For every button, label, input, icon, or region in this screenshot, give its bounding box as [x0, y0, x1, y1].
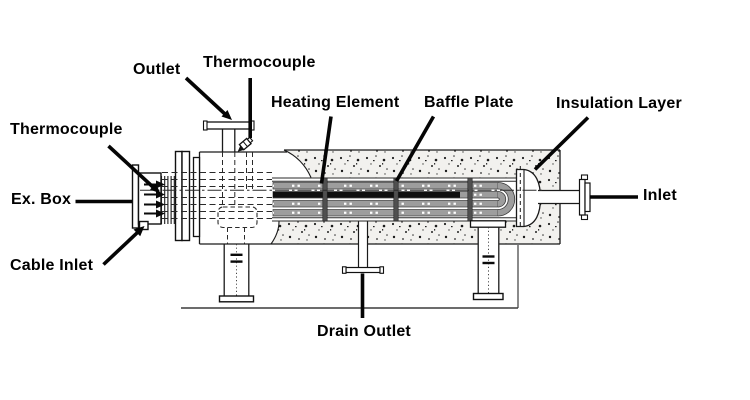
- leader-cable-inlet: [102, 230, 140, 266]
- support-leg-left: [218, 244, 255, 303]
- main-flange: [174, 150, 201, 242]
- ground-line: [181, 245, 519, 309]
- label-ex-box: Ex. Box: [11, 191, 72, 208]
- inlet-nozzle: [538, 174, 591, 221]
- support-leg-right: [469, 220, 507, 301]
- label-outlet: Outlet: [133, 61, 181, 78]
- drain-nozzle: [341, 221, 385, 274]
- cable-inlet-port: [138, 220, 149, 231]
- terminal-studs: [160, 176, 175, 224]
- leader-heating-element: [319, 116, 333, 184]
- head-end: [515, 166, 542, 229]
- label-heating-element: Heating Element: [271, 94, 400, 111]
- leader-outlet: [184, 76, 227, 116]
- label-drain-outlet: Drain Outlet: [317, 323, 411, 340]
- leader-thermocouple-left: [107, 144, 155, 189]
- tube-u-bends: [497, 182, 516, 217]
- label-baffle-plate: Baffle Plate: [424, 94, 514, 111]
- leader-baffle-plate: [394, 115, 436, 182]
- label-cable-inlet: Cable Inlet: [10, 257, 94, 274]
- hidden-lines: [140, 152, 545, 244]
- label-thermocouple-left: Thermocouple: [10, 121, 123, 138]
- hidden-bottom-nozzle: [217, 206, 258, 229]
- leader-lines: [75, 76, 638, 318]
- label-thermocouple-top: Thermocouple: [203, 54, 316, 71]
- label-insulation-layer: Insulation Layer: [556, 95, 682, 112]
- leader-insulation-layer: [533, 116, 590, 171]
- heating-element-bundle: [272, 182, 499, 217]
- thermocouple-fitting: [237, 136, 254, 152]
- label-inlet: Inlet: [643, 187, 677, 204]
